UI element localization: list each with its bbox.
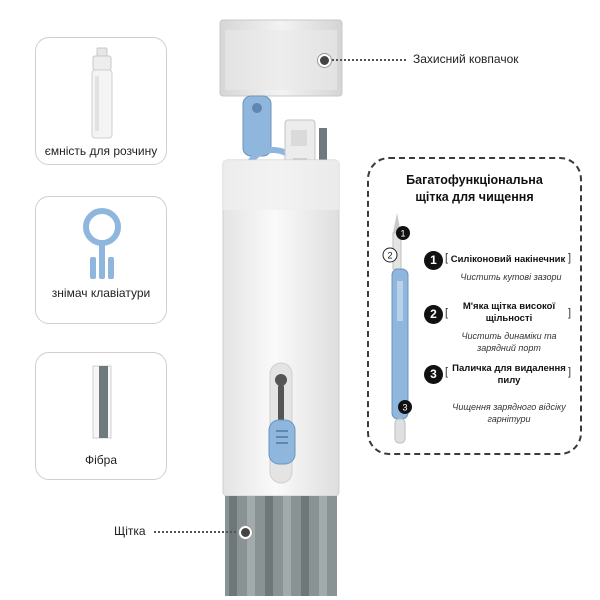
feature-3-bracket-right: ] — [568, 366, 572, 378]
fiber-caption: Фібра — [84, 453, 117, 467]
feature-2-title-line2: щільності — [485, 313, 533, 324]
panel-title-line2: щітка для чищення — [415, 190, 534, 204]
cap-callout-leader — [332, 59, 406, 61]
svg-text:2: 2 — [387, 251, 392, 261]
brush-callout-leader — [154, 531, 240, 533]
feature-2-number: 2 — [424, 305, 443, 324]
feature-3-bracket-left: [ — [445, 366, 449, 378]
cap-callout-label: Захисний ковпачок — [413, 52, 519, 66]
fiber-card: Фібра — [35, 352, 167, 480]
brush-callout-label: Щітка — [114, 524, 146, 538]
feature-3-title-line1: Паличка для видалення — [452, 363, 566, 374]
svg-text:3: 3 — [402, 403, 407, 413]
feature-2-title-line1: М'яка щітка високої — [462, 301, 556, 312]
solution-bottle-card: ємність для розчину — [35, 37, 167, 165]
feature-3-number: 3 — [424, 365, 443, 384]
feature-3-desc-line2: гарнітури — [487, 414, 531, 424]
panel-title-line1: Багатофункціональна — [406, 173, 543, 187]
keycap-puller-caption: знімач клавіатури — [51, 286, 151, 300]
fiber-cloth-icon — [92, 365, 112, 439]
feature-1-bracket-right: ] — [568, 252, 572, 264]
cap-callout-dot — [318, 54, 331, 67]
feature-1-number: 1 — [424, 251, 443, 270]
feature-3-desc-line1: Чищення зарядного відсіку — [452, 402, 566, 412]
feature-2-desc-line2: зарядний порт — [477, 343, 541, 353]
feature-2-bracket-left: [ — [445, 307, 449, 319]
keycap-puller-icon — [83, 208, 121, 279]
device-body — [222, 159, 340, 497]
spray-bottle-icon — [91, 47, 113, 139]
feature-1-desc: Чистить кутові зазори — [460, 272, 562, 282]
cleaning-kit-device — [219, 19, 343, 596]
feature-2-desc-line1: Чистить динаміки та — [461, 331, 557, 341]
brush-bristles — [225, 496, 337, 596]
multi-tool-pen-icon: 1 2 3 — [382, 213, 412, 444]
feature-1-title: Силіконовий накінечник — [450, 254, 566, 265]
feature-panel: Багатофункціональна щітка для чищення 1 … — [367, 157, 582, 455]
keycap-puller-card: знімач клавіатури — [35, 196, 167, 324]
feature-2-bracket-right: ] — [568, 307, 572, 319]
brush-callout-dot — [239, 526, 252, 539]
feature-1-bracket-left: [ — [445, 252, 449, 264]
feature-3-title-line2: пилу — [497, 375, 521, 386]
solution-bottle-caption: ємність для розчину — [44, 144, 158, 158]
svg-text:1: 1 — [400, 229, 405, 239]
